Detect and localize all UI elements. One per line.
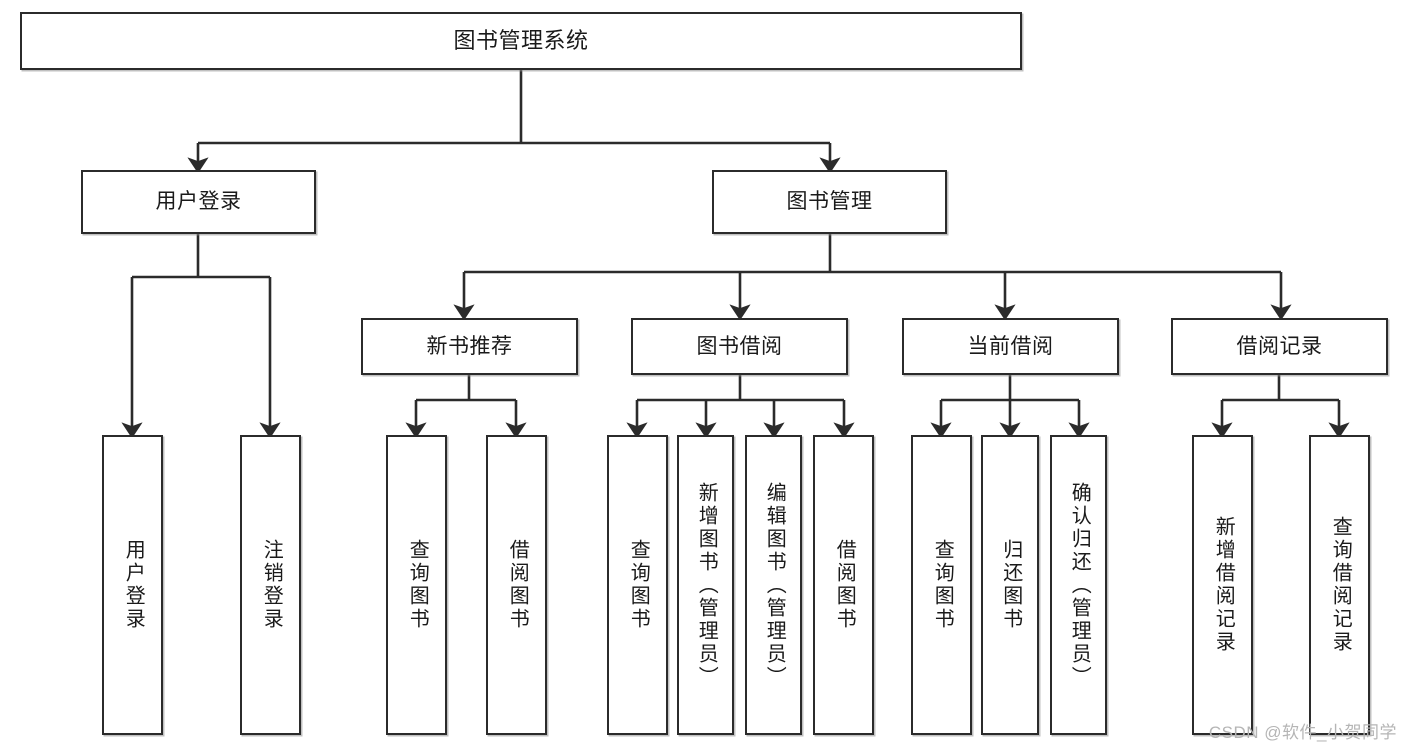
node-label: 编辑图书（管理员） <box>763 481 786 689</box>
node-label: 注销登录 <box>260 539 283 631</box>
node-label: 新增图书（管理员） <box>695 481 718 689</box>
node-label: 图书管理 <box>786 190 873 214</box>
node-label: 归还图书 <box>999 539 1022 631</box>
node-new-book-recommendation[interactable]: 新书推荐 <box>361 318 578 375</box>
leaf-query-book-borrow[interactable]: 查询图书 <box>607 435 668 735</box>
node-label: 新增借阅记录 <box>1212 516 1235 654</box>
node-label: 借阅记录 <box>1236 334 1323 358</box>
node-label: 当前借阅 <box>967 334 1054 358</box>
node-label: 查询图书 <box>931 539 954 631</box>
watermark: CSDN @软件_小贺同学 <box>1208 723 1397 742</box>
node-label: 新书推荐 <box>426 334 513 358</box>
node-borrow-record[interactable]: 借阅记录 <box>1171 318 1388 375</box>
leaf-add-borrow-record[interactable]: 新增借阅记录 <box>1192 435 1253 735</box>
node-label: 借阅图书 <box>506 539 529 631</box>
node-label: 确认归还（管理员） <box>1068 481 1091 689</box>
leaf-return-book[interactable]: 归还图书 <box>981 435 1039 735</box>
node-label: 图书管理系统 <box>453 27 589 53</box>
node-root-book-management-system[interactable]: 图书管理系统 <box>20 12 1022 70</box>
leaf-edit-book-admin[interactable]: 编辑图书（管理员） <box>745 435 802 735</box>
node-user-login[interactable]: 用户登录 <box>81 170 316 234</box>
node-book-borrow[interactable]: 图书借阅 <box>631 318 848 375</box>
node-book-management[interactable]: 图书管理 <box>712 170 947 234</box>
leaf-user-logout[interactable]: 注销登录 <box>240 435 301 735</box>
leaf-borrow-book-recommendation[interactable]: 借阅图书 <box>486 435 547 735</box>
leaf-query-borrow-record[interactable]: 查询借阅记录 <box>1309 435 1370 735</box>
node-label: 查询图书 <box>627 539 650 631</box>
node-label: 查询借阅记录 <box>1329 516 1352 654</box>
leaf-user-login[interactable]: 用户登录 <box>102 435 163 735</box>
node-label: 用户登录 <box>122 539 145 631</box>
node-label: 用户登录 <box>155 190 242 214</box>
node-label: 借阅图书 <box>833 539 856 631</box>
node-label: 图书借阅 <box>696 334 783 358</box>
leaf-query-book-recommendation[interactable]: 查询图书 <box>386 435 447 735</box>
leaf-confirm-return-admin[interactable]: 确认归还（管理员） <box>1050 435 1107 735</box>
leaf-borrow-book-borrow[interactable]: 借阅图书 <box>813 435 874 735</box>
leaf-query-book-current[interactable]: 查询图书 <box>911 435 972 735</box>
leaf-add-book-admin[interactable]: 新增图书（管理员） <box>677 435 734 735</box>
node-current-borrow[interactable]: 当前借阅 <box>902 318 1119 375</box>
node-label: 查询图书 <box>406 539 429 631</box>
